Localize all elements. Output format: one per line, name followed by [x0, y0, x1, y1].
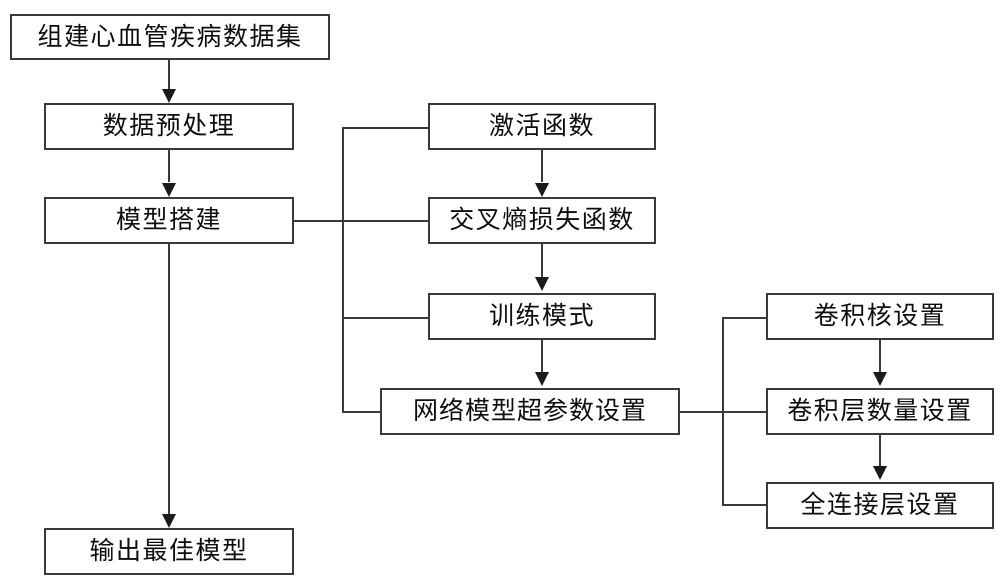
edge-convlayers-to-fclayers-line: [879, 435, 881, 466]
node-conv-layers[interactable]: 卷积层数量设置: [766, 388, 994, 435]
edge-preprocess-to-modelbuild-arrowhead: [162, 183, 176, 197]
node-dataset-label: 组建心血管疾病数据集: [37, 23, 303, 51]
edge-crossentropy-to-trainmode-line: [541, 244, 543, 277]
node-model-build-label: 模型搭建: [115, 207, 222, 234]
node-train-mode-label: 训练模式: [488, 303, 595, 330]
node-fc-layers[interactable]: 全连接层设置: [766, 482, 994, 529]
edge-kernel-to-convlayers-line: [879, 340, 881, 372]
edge-preprocess-to-modelbuild-line: [168, 150, 170, 182]
edge-bus-to-kernel: [722, 317, 768, 319]
node-preprocess[interactable]: 数据预处理: [44, 103, 294, 150]
edge-trainmode-to-hyperparams-arrowhead: [535, 372, 549, 386]
edge-dataset-to-preprocess-line: [168, 59, 170, 92]
edge-modelbuild-bus-stub: [294, 220, 428, 222]
node-hyperparams-label: 网络模型超参数设置: [412, 398, 647, 425]
edge-crossentropy-to-trainmode-arrowhead: [535, 277, 549, 291]
node-activation-label: 激活函数: [488, 113, 595, 140]
right-bus-trunk: [722, 317, 724, 506]
node-kernel-label: 卷积核设置: [813, 303, 947, 330]
node-fc-layers-label: 全连接层设置: [800, 492, 960, 519]
node-cross-entropy[interactable]: 交叉熵损失函数: [428, 197, 656, 244]
middle-bus-trunk: [342, 127, 344, 413]
node-conv-layers-label: 卷积层数量设置: [787, 398, 973, 425]
edge-bus-to-hyperparams: [342, 411, 382, 413]
edge-bus-to-fclayers: [722, 504, 768, 506]
edge-kernel-to-convlayers-arrowhead: [873, 372, 887, 386]
edge-activation-to-crossentropy-line: [541, 150, 543, 182]
node-preprocess-label: 数据预处理: [102, 113, 236, 140]
edge-hyperparams-bus-stub: [680, 411, 768, 413]
node-dataset[interactable]: 组建心血管疾病数据集: [10, 14, 330, 60]
node-best-model[interactable]: 输出最佳模型: [44, 528, 294, 575]
edge-convlayers-to-fclayers-arrowhead: [873, 466, 887, 480]
edge-activation-to-crossentropy-arrowhead: [535, 183, 549, 197]
edge-bus-to-trainmode: [342, 317, 430, 319]
edge-modelbuild-to-bestmodel-arrowhead: [162, 514, 176, 528]
node-hyperparams[interactable]: 网络模型超参数设置: [380, 388, 680, 435]
edge-bus-to-activation: [342, 127, 430, 129]
edge-dataset-to-preprocess-arrowhead: [162, 89, 176, 103]
edge-modelbuild-to-bestmodel-line: [168, 244, 170, 514]
node-kernel[interactable]: 卷积核设置: [766, 293, 994, 340]
node-best-model-label: 输出最佳模型: [89, 538, 249, 565]
node-activation[interactable]: 激活函数: [428, 103, 656, 150]
node-model-build[interactable]: 模型搭建: [44, 197, 294, 244]
node-cross-entropy-label: 交叉熵损失函数: [449, 207, 635, 234]
edge-trainmode-to-hyperparams-line: [541, 340, 543, 372]
node-train-mode[interactable]: 训练模式: [428, 293, 656, 340]
